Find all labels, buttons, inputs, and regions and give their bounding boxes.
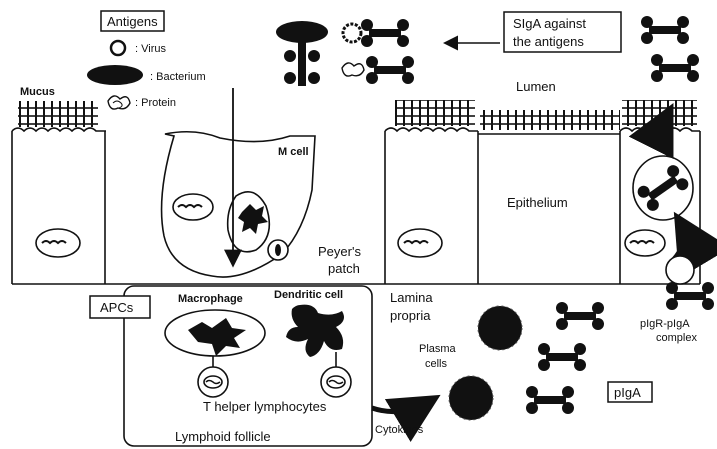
piga-dimer-3 (526, 386, 574, 414)
protein-icon (108, 96, 130, 109)
sigA-line2: the antigens (513, 34, 584, 49)
cytokines-label: Cytokines (375, 424, 424, 436)
epithelium-label: Epithelium (507, 195, 568, 210)
sigA-virus-complex (343, 19, 409, 47)
bacterium-icon (87, 65, 143, 85)
pigr-line1: pIgR-pIgA (640, 318, 690, 330)
antigens-legend: Antigens : Virus : Bacterium : Protein (87, 11, 206, 109)
piga-dimer-2 (538, 343, 586, 371)
dendritic-label: Dendritic cell (274, 289, 343, 301)
peyers-line1: Peyer's (318, 244, 361, 259)
sigA-line1: SIgA against (513, 16, 586, 31)
peyers-line2: patch (328, 261, 360, 276)
lymphoid-follicle-box (124, 286, 372, 446)
plasma-line1: Plasma (419, 343, 457, 355)
sigA-annotation: SIgA against the antigens (446, 12, 621, 52)
lamina-line2: propria (390, 308, 431, 323)
lymphoid-follicle-label: Lymphoid follicle (175, 429, 271, 444)
sigA-bacterium-complex (276, 21, 328, 86)
virus-icon (111, 41, 125, 55)
piga-dimer-1 (556, 302, 604, 330)
lamina-line1: Lamina (390, 290, 433, 305)
plasma-line2: cells (425, 358, 448, 370)
macrophage-label: Macrophage (178, 293, 243, 305)
apcs-label: APCs (100, 300, 134, 315)
piga-label: pIgA (614, 385, 641, 400)
free-sigA-2 (651, 54, 699, 82)
mucus-label: Mucus (20, 86, 55, 98)
m-cell-label: M cell (278, 146, 309, 158)
lumen-label: Lumen (516, 79, 556, 94)
cytokines-arrow (372, 400, 432, 412)
t-helper-label: T helper lymphocytes (203, 399, 327, 414)
legend-virus-label: : Virus (135, 43, 166, 55)
basal-vesicle (666, 256, 694, 284)
antigens-title: Antigens (107, 14, 158, 29)
legend-bacterium-label: : Bacterium (150, 71, 206, 83)
free-sigA-1 (641, 16, 689, 44)
sigA-protein-complex (342, 56, 414, 84)
pigr-line2: complex (656, 332, 697, 344)
lymphoid-follicle: APCs Macrophage Dendritic cell T helper … (90, 286, 372, 446)
pigr-complex-dimer (666, 282, 714, 310)
legend-protein-label: : Protein (135, 97, 176, 109)
